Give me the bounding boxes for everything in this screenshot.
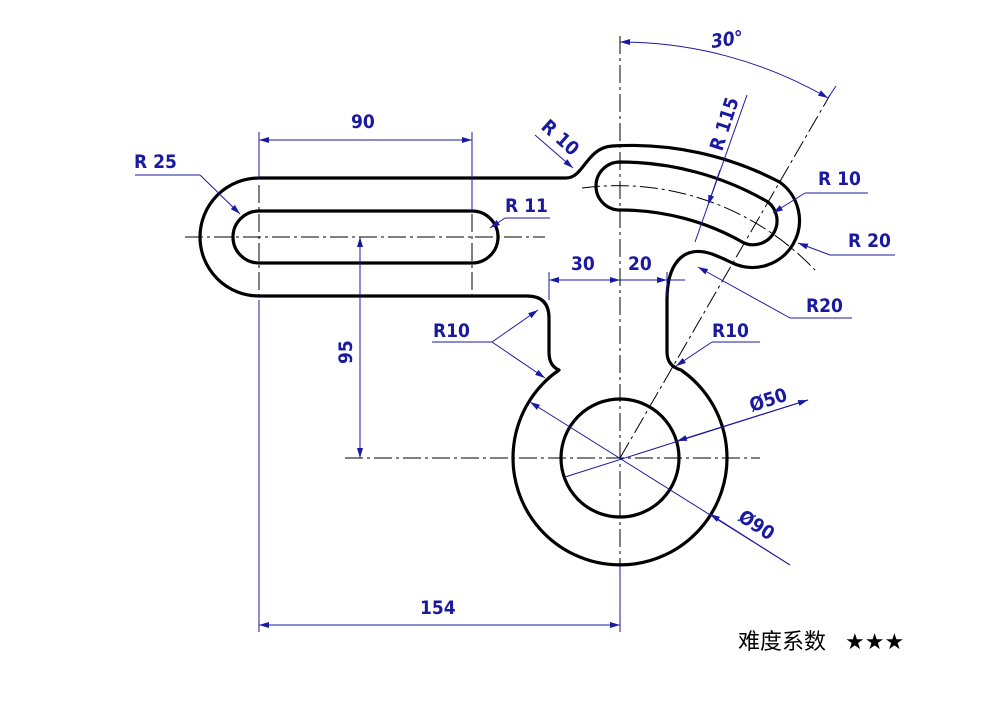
dim-r10-right-label: R 10	[818, 168, 861, 190]
outer-contour	[198, 143, 802, 567]
dim-154-label: 154	[420, 597, 456, 619]
dim-r25-label: R 25	[134, 151, 177, 173]
difficulty-label: 难度系数	[738, 630, 827, 655]
dimension-lines	[135, 39, 895, 632]
center-hole	[559, 397, 681, 519]
dim-30-label: 30	[571, 253, 595, 275]
dim-20-label: 20	[628, 253, 652, 275]
dim-diameter-90-label: Ø90	[734, 506, 778, 545]
dim-90-label: 90	[351, 111, 375, 133]
center-lines	[185, 36, 831, 566]
dim-r10-left-label: R10	[433, 320, 470, 342]
dim-r115-label: R 115	[706, 95, 744, 154]
arc-slot	[594, 160, 779, 247]
difficulty-rating: 难度系数 ★★★	[738, 624, 916, 656]
dim-diameter-50-label: Ø50	[747, 384, 790, 417]
difficulty-stars: ★★★	[845, 630, 905, 655]
dim-95-label: 95	[335, 340, 357, 364]
dim-r20-lower-label: R20	[806, 295, 843, 317]
dim-r10-top-label: R 10	[537, 115, 584, 160]
dim-angle-30-label: 30°	[710, 27, 745, 53]
dim-r20-right-label: R 20	[848, 230, 891, 252]
dim-r10-lower-right-label: R10	[712, 320, 749, 342]
dim-r11-label: R 11	[505, 195, 548, 217]
